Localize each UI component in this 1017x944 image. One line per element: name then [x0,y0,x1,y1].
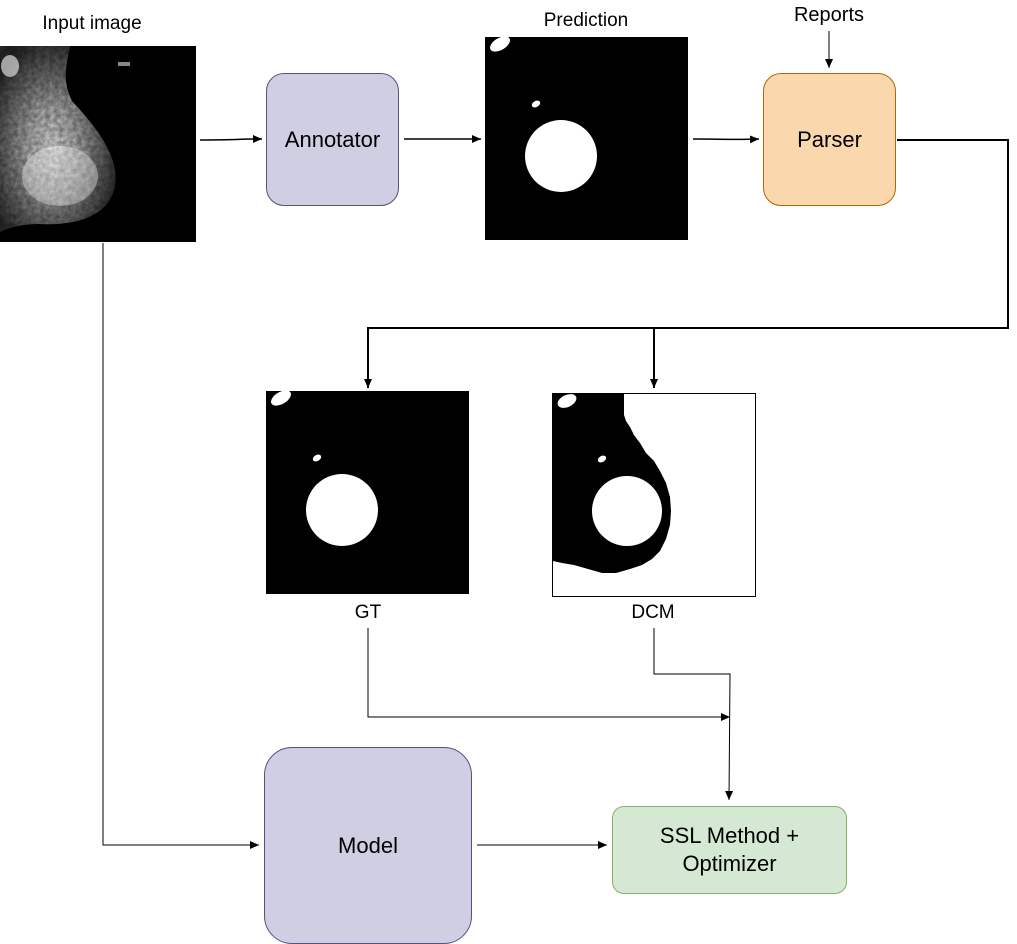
ssl-optimizer-box: SSL Method + Optimizer [612,806,847,894]
ssl-label-line2: Optimizer [682,851,777,876]
prediction-mask [485,37,688,240]
model-box: Model [264,747,472,944]
arrow-input-to-annotator [199,135,263,144]
dcm-label: DCM [631,602,675,623]
mammogram-image [0,46,196,242]
parser-box: Parser [763,73,896,206]
model-label: Model [338,832,398,858]
input-image-label: Input image [42,13,142,34]
ssl-label-line1: SSL Method + [659,823,800,848]
annotator-label: Annotator [284,126,381,152]
dcm-mask [552,393,756,597]
ground-truth-mask [266,391,469,594]
parser-label: Parser [797,126,862,152]
annotator-box: Annotator [266,73,399,206]
arrow-parser-to-masks [364,139,1009,388]
arrow-gt-to-junction [367,628,730,721]
arrow-input-to-model [102,243,259,849]
prediction-label: Prediction [543,10,629,31]
arrow-dcm-to-ssl [653,628,734,801]
reports-label: Reports [793,4,865,26]
gt-label: GT [354,602,382,623]
